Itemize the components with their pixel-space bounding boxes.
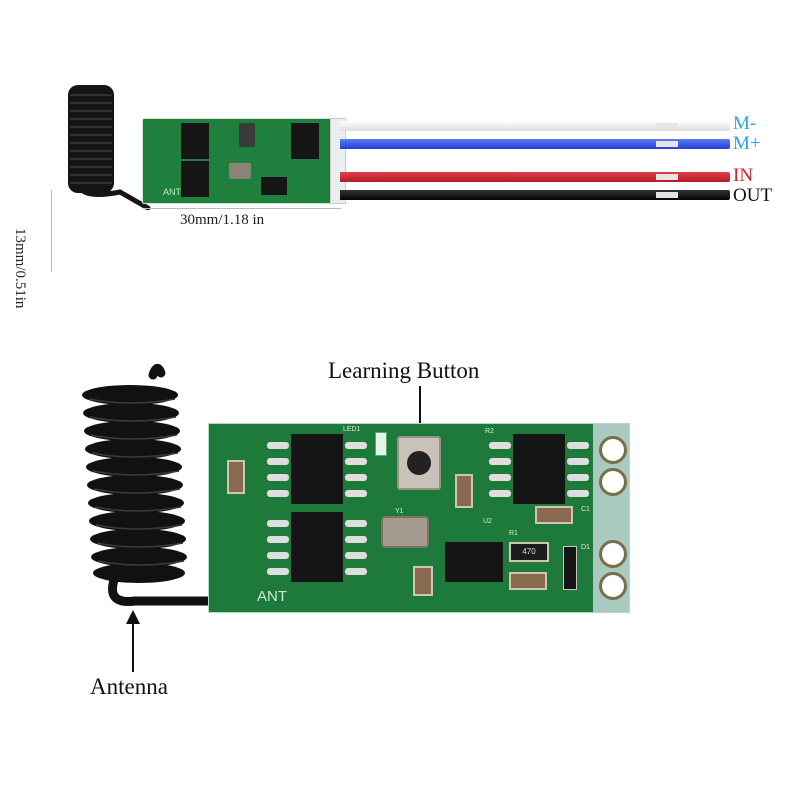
pcb-ant-label: ANT bbox=[163, 187, 181, 197]
capacitor bbox=[227, 460, 245, 494]
wire-label-m-plus: M+ bbox=[733, 133, 761, 154]
voltage-regulator bbox=[445, 542, 503, 582]
width-dimension-label: 30mm/1.18 in bbox=[180, 212, 265, 228]
ic-chip bbox=[181, 123, 209, 159]
diode-d1 bbox=[563, 546, 577, 590]
ic-chip-top-right bbox=[513, 434, 565, 504]
antenna-arrow-line bbox=[132, 622, 134, 672]
ic-chip-top-left bbox=[291, 434, 343, 504]
height-dimension-line bbox=[51, 190, 52, 272]
top-module-figure: 13mm/0.51in ANT bbox=[0, 70, 800, 308]
terminal-pad[interactable] bbox=[599, 540, 627, 568]
resistor-value-label: 470 bbox=[522, 547, 536, 556]
ic-pins bbox=[267, 442, 367, 502]
bottom-module-figure: Learning Button bbox=[0, 340, 800, 720]
capacitor bbox=[535, 506, 573, 524]
wire-label-in: IN bbox=[733, 165, 754, 186]
pcb-board-large: LED1 Y1 U2 470 D1 C1 R2 R1 ANT bbox=[208, 423, 630, 613]
pcb-label-led: LED1 bbox=[343, 426, 361, 433]
ic-chip-bottom-left bbox=[291, 512, 343, 582]
crystal-small bbox=[229, 163, 251, 179]
capacitor bbox=[509, 572, 547, 590]
crystal-oscillator bbox=[381, 516, 429, 548]
pcb-board-small: ANT bbox=[142, 118, 334, 204]
resistor-470: 470 bbox=[509, 542, 549, 562]
pcb-label-r1: R1 bbox=[509, 530, 518, 537]
learning-button-callout: Learning Button bbox=[328, 358, 480, 383]
terminal-pad[interactable] bbox=[599, 468, 627, 496]
antenna-spring-icon bbox=[68, 85, 151, 210]
ic-pins bbox=[489, 442, 589, 502]
regulator-small bbox=[261, 177, 287, 195]
height-dimension-label: 13mm/0.51in bbox=[12, 228, 28, 309]
pcb-label-u2: U2 bbox=[483, 518, 492, 525]
wire-in bbox=[340, 172, 730, 182]
wire-m-plus bbox=[340, 139, 730, 149]
learning-push-button[interactable] bbox=[397, 436, 441, 490]
wire-out bbox=[340, 190, 730, 200]
antenna-coil-icon bbox=[82, 364, 235, 606]
pcb-label-r2: R2 bbox=[485, 428, 494, 435]
button-cap-icon bbox=[407, 451, 431, 475]
terminal-pad[interactable] bbox=[599, 572, 627, 600]
capacitor bbox=[455, 474, 473, 508]
width-dimension-line bbox=[143, 208, 341, 209]
learning-button-arrow-line bbox=[419, 386, 421, 444]
wire-strip-gap bbox=[656, 118, 678, 204]
wire-m-minus bbox=[340, 121, 730, 131]
led-component bbox=[375, 432, 387, 456]
ic-chip bbox=[181, 161, 209, 197]
capacitor bbox=[413, 566, 433, 596]
terminal-pad[interactable] bbox=[599, 436, 627, 464]
pcb-label-ant: ANT bbox=[257, 588, 287, 605]
pcb-label-c1: C1 bbox=[581, 506, 590, 513]
wire-label-out: OUT bbox=[733, 185, 773, 206]
pcb-label-y1: Y1 bbox=[395, 508, 404, 515]
antenna-arrow-up-icon bbox=[126, 610, 140, 624]
ic-chip bbox=[291, 123, 319, 159]
antenna-callout: Antenna bbox=[90, 674, 168, 699]
push-button-small bbox=[239, 123, 255, 147]
ic-pins bbox=[267, 520, 367, 580]
wire-label-m-minus: M- bbox=[733, 113, 757, 134]
pcb-label-d1: D1 bbox=[581, 544, 590, 551]
